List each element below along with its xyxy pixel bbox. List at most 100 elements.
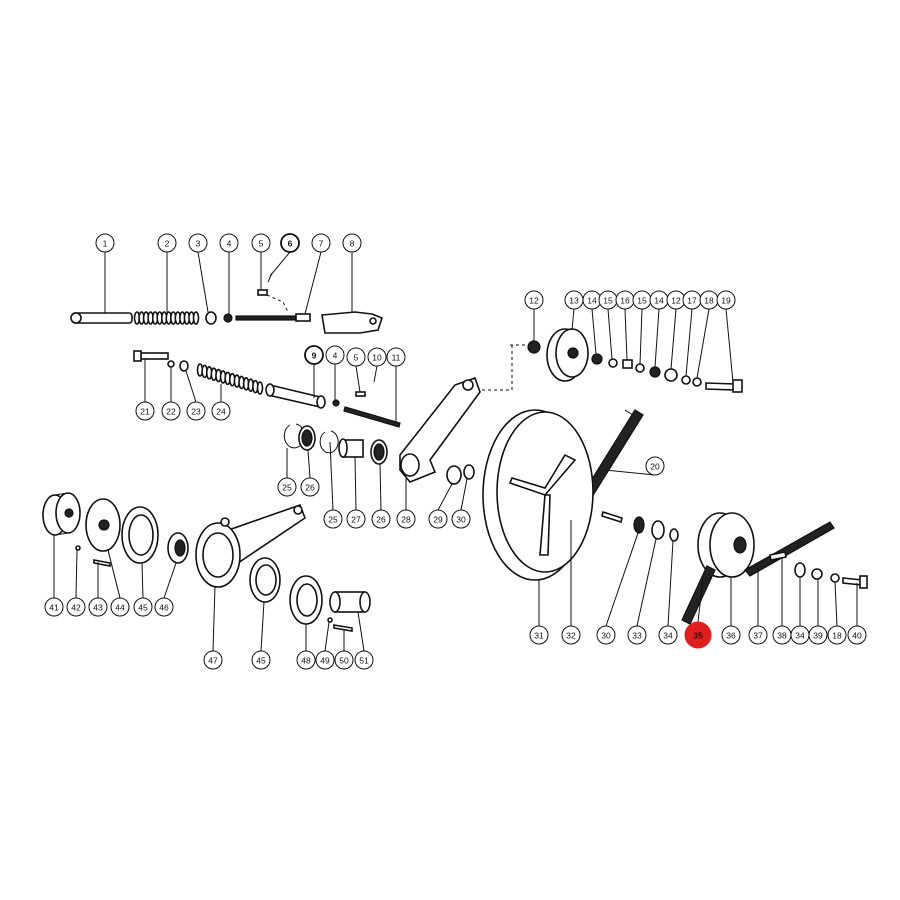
leader-line — [437, 483, 453, 511]
callout-circle — [596, 625, 616, 645]
callout-label: 45 — [138, 603, 148, 613]
callout-label: 49 — [320, 656, 330, 666]
part-pulley-13 — [546, 328, 589, 382]
leader-line — [379, 463, 382, 511]
part-bushing-34 — [669, 528, 679, 542]
part-bolt-40 — [842, 575, 868, 589]
leader-line — [373, 365, 378, 383]
part-pin-5b — [355, 391, 366, 397]
callout-label: 26 — [376, 515, 386, 525]
callout-14: 14 — [649, 290, 669, 368]
callout-label: 29 — [433, 515, 443, 525]
callout-circle — [346, 509, 366, 529]
callout-label: 39 — [813, 631, 823, 641]
part-rod-11 — [343, 406, 401, 428]
callout-label: 5 — [259, 239, 264, 249]
callout-label: 48 — [301, 656, 311, 666]
leader-line — [460, 478, 468, 511]
leader-line — [354, 456, 357, 511]
callout-25: 25 — [323, 441, 343, 529]
callout-label: 34 — [795, 631, 805, 641]
part-pin-5 — [257, 289, 268, 296]
callout-label: 51 — [359, 656, 369, 666]
callout-label: 4 — [227, 239, 232, 249]
callout-circle — [110, 597, 130, 617]
callout-circle — [371, 509, 391, 529]
callout-label: 17 — [687, 296, 697, 306]
callout-label: 21 — [140, 407, 150, 417]
leader-line — [725, 308, 734, 383]
callout-34: 34 — [790, 577, 810, 645]
callout-circle — [88, 597, 108, 617]
part-bolt-50 — [333, 624, 353, 632]
callout-48: 48 — [296, 624, 316, 670]
callout-28: 28 — [396, 476, 416, 529]
callout-34: 34 — [658, 540, 678, 645]
callout-6: 6 — [269, 233, 300, 277]
part-key-38 — [769, 551, 787, 561]
leader-line — [212, 586, 216, 652]
callout-label: 47 — [208, 656, 218, 666]
part-bushing-30 — [463, 464, 475, 480]
callout-49: 49 — [315, 621, 335, 670]
callout-label: 37 — [753, 631, 763, 641]
callout-circle — [315, 650, 335, 670]
part-key-32 — [601, 510, 623, 524]
callout-label: 7 — [319, 239, 324, 249]
leader-line — [667, 540, 674, 627]
callout-label: 12 — [529, 296, 539, 306]
part-washer-33 — [651, 520, 665, 540]
part-bearing-14b — [649, 366, 661, 378]
leader-line — [604, 469, 656, 476]
leader-line — [197, 251, 209, 313]
callout-label: 40 — [852, 631, 862, 641]
part-disc-48 — [289, 575, 323, 625]
part-shaft-1 — [70, 312, 133, 324]
callout-11: 11 — [386, 347, 406, 422]
callout-circle — [135, 401, 155, 421]
leader-line — [670, 308, 677, 370]
part-spring-24 — [196, 363, 264, 395]
leader-line — [75, 549, 78, 599]
leader-line — [696, 308, 710, 379]
callout-circle — [133, 597, 153, 617]
callout-33: 33 — [627, 538, 657, 645]
callout-18: 18 — [827, 581, 847, 645]
callout-7: 7 — [304, 233, 331, 315]
callout-label: 15 — [603, 296, 613, 306]
callout-label: 36 — [726, 631, 736, 641]
callout-label: 26 — [305, 483, 315, 493]
part-washer-30b — [633, 516, 645, 534]
callout-label: 46 — [159, 603, 169, 613]
part-bolt-43 — [93, 559, 111, 567]
part-ring-45b — [249, 557, 281, 603]
callout-circle — [300, 477, 320, 497]
part-main-pulley-31 — [482, 409, 594, 581]
callout-label: 2 — [165, 239, 170, 249]
callout-50: 50 — [334, 630, 354, 670]
callout-4: 4 — [219, 233, 239, 314]
part-bracket-8 — [321, 311, 383, 334]
callout-2: 2 — [157, 233, 177, 312]
callout-41: 41 — [44, 535, 64, 617]
callout-circle — [346, 347, 366, 367]
leader-line — [685, 308, 693, 377]
callout-label: 15 — [637, 296, 647, 306]
part-bearing-14 — [591, 353, 603, 365]
callout-circle — [311, 233, 331, 253]
callout-circle — [44, 597, 64, 617]
callout-circle — [203, 650, 223, 670]
part-belt-35 — [681, 521, 835, 625]
callout-circle — [451, 509, 471, 529]
callout-label: 9 — [312, 351, 317, 361]
callout-circle — [354, 650, 374, 670]
callout-circle — [304, 345, 324, 365]
callout-label: 18 — [704, 296, 714, 306]
leader-line — [304, 251, 322, 315]
part-washer-15b — [635, 363, 645, 373]
callout-47: 47 — [203, 586, 223, 670]
callout-label: 22 — [166, 407, 176, 417]
part-washer-18 — [692, 377, 702, 387]
callout-40: 40 — [847, 583, 867, 645]
